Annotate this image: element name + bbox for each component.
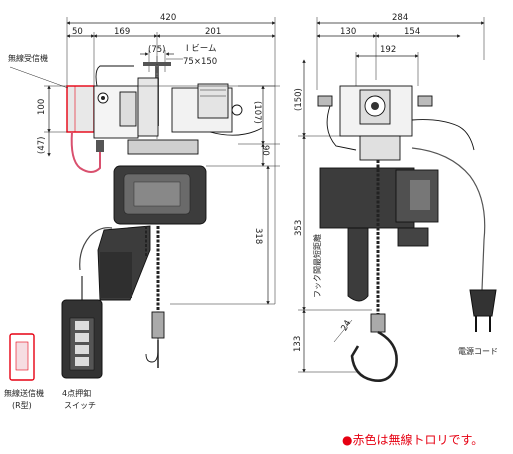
hook-block (151, 311, 165, 339)
dim-169: 169 (114, 27, 130, 37)
front-view: 284 130 154 192 24 (293, 13, 498, 382)
receiver-label: 無線受信機 (8, 53, 48, 63)
dim-50: 50 (72, 27, 83, 37)
beam-spec-line1: I ビーム (186, 44, 216, 54)
transmitter-label-line2: (R型) (12, 401, 32, 410)
beam-spec-line2: 75×150 (183, 57, 217, 67)
dim-201: 201 (205, 27, 221, 37)
dim-100: 100 (37, 99, 47, 115)
dim-beam-width: (75) (148, 45, 165, 55)
trolley-bottom (127, 139, 199, 155)
hook-distance-label: フック間最短距離 (312, 234, 322, 298)
dim-133: 133 (293, 336, 303, 352)
dim-150: (150) (294, 88, 304, 111)
power-cord-label: 電源コード (458, 347, 498, 356)
trolley-wheel-housing (137, 77, 159, 137)
dim-90: 90 (260, 145, 270, 156)
switch-label-line1: 4点押釦 (62, 388, 91, 398)
transmitter-label-line1: 無線送信機 (4, 388, 44, 398)
power-cord (411, 147, 486, 291)
dim-420: 420 (160, 13, 176, 23)
receiver-cable (70, 131, 101, 173)
dim-154: 154 (404, 27, 420, 37)
red-trolley-note: ●赤色は無線トロリです。 (342, 432, 483, 447)
switch-label-line2: スイッチ (64, 401, 96, 410)
wireless-receiver (66, 85, 95, 133)
dim-284: 284 (392, 13, 408, 23)
dim-192: 192 (380, 45, 396, 55)
side-view: 420 50 169 201 (75) I ビーム 75×150 無線受信機 1… (4, 13, 280, 410)
dim-130: 130 (340, 27, 356, 37)
front-hook (350, 330, 398, 382)
dim-318: 318 (253, 228, 263, 244)
dim-353: 353 (294, 220, 304, 236)
dim-47: (47) (37, 137, 47, 154)
dim-107: (107) (252, 101, 262, 124)
